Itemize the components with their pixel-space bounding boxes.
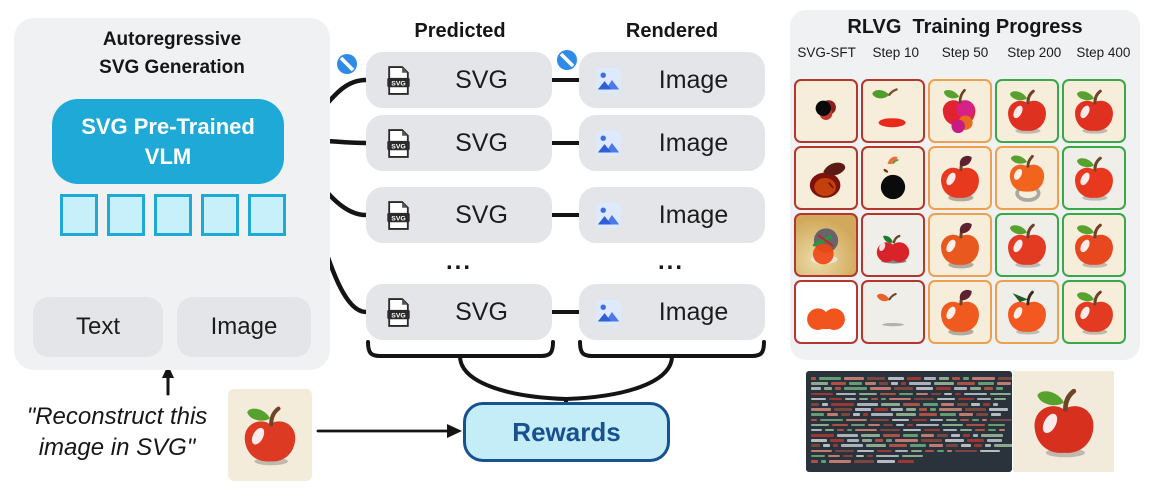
token-square <box>201 194 239 236</box>
grid-cell <box>1062 79 1126 143</box>
image-box-label: Image <box>658 297 729 326</box>
step-header: Step 400 <box>1076 45 1131 60</box>
svg-box-label: SVG <box>455 297 508 326</box>
svg-box-label: SVG <box>455 200 508 229</box>
grid-cell <box>928 213 992 277</box>
predicted-svg-box: SVG <box>366 284 552 340</box>
grid-cell <box>794 280 858 344</box>
step-header: Step 10 <box>872 45 920 60</box>
svg-box-label: SVG <box>455 65 508 94</box>
grid-cell <box>861 146 925 210</box>
prompt-quote: "Reconstruct this image in SVG" <box>4 401 230 463</box>
step-header: Step 50 <box>941 45 989 60</box>
text-input-box: Text <box>33 297 163 357</box>
step-header: Step 200 <box>1007 45 1062 60</box>
rewards-box: Rewards <box>463 402 670 462</box>
image-icon <box>595 299 622 326</box>
image-icon <box>595 202 622 229</box>
grid-cell <box>995 213 1059 277</box>
svg-file-icon <box>386 66 411 95</box>
svg-code-panel <box>806 371 1012 472</box>
rendered-image-box: Image <box>579 187 765 243</box>
image-box-label: Image <box>658 65 729 94</box>
prompt-quote-line2: image in SVG" <box>38 434 196 461</box>
rewards-label: Rewards <box>512 416 621 447</box>
token-square <box>60 194 98 236</box>
prompt-quote-line1: "Reconstruct this <box>26 403 208 430</box>
svg-box-label: SVG <box>455 128 508 157</box>
grid-cell <box>794 213 858 277</box>
predicted-header: Predicted <box>414 20 506 42</box>
token-row <box>60 194 286 236</box>
grid-cell <box>928 79 992 143</box>
rendered-image-box: Image <box>579 284 765 340</box>
left-title-line2: SVG Generation <box>99 57 245 78</box>
grid-cell <box>928 280 992 344</box>
image-input-label: Image <box>210 313 278 340</box>
progress-grid <box>794 79 1126 344</box>
rendered-image-box: Image <box>579 115 765 171</box>
grid-cell <box>1062 280 1126 344</box>
left-title-line1: Autoregressive <box>102 29 242 50</box>
predicted-svg-box: SVG <box>366 187 552 243</box>
token-square <box>248 194 286 236</box>
image-box-label: Image <box>658 200 729 229</box>
grid-cell <box>794 146 858 210</box>
image-input-box: Image <box>177 297 311 357</box>
predicted-svg-box: SVG <box>366 52 552 108</box>
ban-icon <box>336 53 358 75</box>
apple-illustration <box>234 399 306 471</box>
rendered-apple-image <box>1013 371 1114 472</box>
text-input-label: Text <box>75 313 120 340</box>
svg-file-icon <box>386 298 411 327</box>
vlm-line1: SVG Pre-Trained <box>81 113 255 139</box>
apple-illustration <box>1022 380 1106 464</box>
image-box-label: Image <box>658 128 729 157</box>
left-panel-title: Autoregressive SVG Generation <box>14 26 330 82</box>
grid-cell <box>995 79 1059 143</box>
training-progress-title: RLVG Training Progress <box>847 16 1083 38</box>
image-column-ellipsis: ... <box>657 248 684 275</box>
grid-cell <box>995 280 1059 344</box>
image-icon <box>595 130 622 157</box>
target-apple-image <box>228 389 312 481</box>
image-icon <box>595 67 622 94</box>
grid-cell <box>861 79 925 143</box>
grid-cell <box>995 146 1059 210</box>
rendered-image-box: Image <box>579 52 765 108</box>
predicted-svg-box: SVG <box>366 115 552 171</box>
vlm-line2: VLM <box>144 143 192 169</box>
grid-cell <box>861 280 925 344</box>
grid-cell <box>794 79 858 143</box>
token-square <box>107 194 145 236</box>
svg-file-icon <box>386 201 411 230</box>
token-square <box>154 194 192 236</box>
svg-file-icon <box>386 129 411 158</box>
rendered-header: Rendered <box>625 20 719 42</box>
step-header: SVG-SFT <box>797 45 856 60</box>
ban-icon <box>556 49 578 71</box>
training-step-headers: SVG-SFT Step 10 Step 50 Step 200 Step 40… <box>792 45 1138 60</box>
grid-cell <box>1062 146 1126 210</box>
grid-cell <box>928 146 992 210</box>
svg-column-ellipsis: ... <box>445 248 472 275</box>
grid-cell <box>1062 213 1126 277</box>
vlm-box: SVG Pre-Trained VLM <box>52 99 284 184</box>
grid-cell <box>861 213 925 277</box>
